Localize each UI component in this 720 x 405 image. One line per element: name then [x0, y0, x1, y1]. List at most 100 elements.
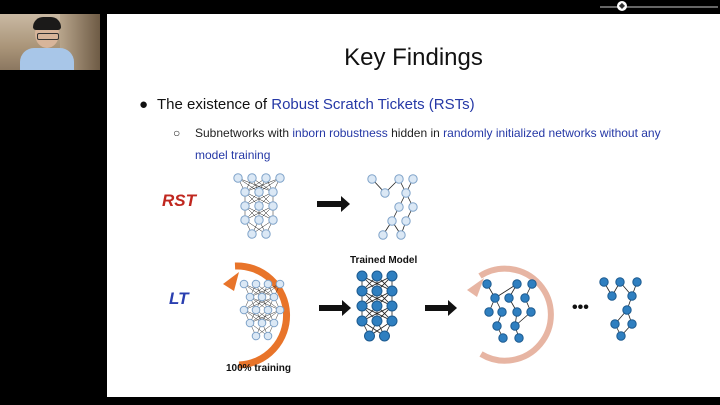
- network-node: [490, 293, 500, 303]
- network-node: [247, 229, 257, 239]
- network-node: [239, 305, 249, 315]
- network-node: [239, 279, 249, 289]
- rst-label: RST: [162, 191, 196, 210]
- network-node: [245, 292, 255, 302]
- network-node: [386, 315, 398, 327]
- network-node: [261, 173, 271, 183]
- sub-bullet-marker: ○: [173, 126, 181, 140]
- network-node: [386, 285, 398, 297]
- trained-model-caption: Trained Model: [350, 255, 418, 266]
- network-diagram: [223, 173, 642, 369]
- bullet2-t2: hidden in: [387, 126, 444, 140]
- network-node: [396, 230, 406, 240]
- network-node: [356, 285, 368, 297]
- network-node: [387, 216, 397, 226]
- network-node: [275, 279, 285, 289]
- network-node: [233, 173, 243, 183]
- playback-track[interactable]: [600, 6, 718, 8]
- network-node: [622, 305, 632, 315]
- network-node: [275, 305, 285, 315]
- network-node: [356, 300, 368, 312]
- network-node: [607, 291, 617, 301]
- bullet2-h2: randomly initialized networks without an…: [195, 126, 661, 162]
- network-node: [627, 319, 637, 329]
- lottery-ticket-network-icon: [599, 277, 642, 341]
- network-node: [394, 202, 404, 212]
- playback-bar[interactable]: ◆: [600, 0, 720, 14]
- network-node: [257, 318, 267, 328]
- network-node: [356, 315, 368, 327]
- network-node: [492, 321, 502, 331]
- bullet2-h1: inborn robustness: [292, 126, 388, 140]
- zoom-control-icon[interactable]: ◆: [617, 1, 627, 11]
- network-node: [514, 333, 524, 343]
- black-arrows: [317, 196, 457, 316]
- presenter-hair: [33, 17, 61, 30]
- network-node: [408, 174, 418, 184]
- network-node: [371, 315, 383, 327]
- network-node: [512, 307, 522, 317]
- presentation-slide: Key Findings ●The existence of Robust Sc…: [107, 14, 720, 397]
- network-node: [378, 230, 388, 240]
- network-node: [610, 319, 620, 329]
- network-node: [247, 173, 257, 183]
- prune-arrowhead: [467, 278, 484, 297]
- bullet-rst-existence: ●The existence of Robust Scratch Tickets…: [139, 96, 475, 113]
- network-edge: [249, 283, 281, 298]
- network-node: [394, 174, 404, 184]
- pruning-cycle-arrow-icon: [467, 265, 554, 364]
- network-node: [371, 285, 383, 297]
- network-node: [356, 270, 368, 282]
- network-node: [379, 330, 390, 342]
- network-node: [269, 318, 279, 328]
- prune-arc: [478, 265, 554, 364]
- network-node: [498, 333, 508, 343]
- network-node: [616, 331, 626, 341]
- network-node: [251, 305, 261, 315]
- cycle-arrowhead: [223, 272, 239, 291]
- network-node: [275, 173, 285, 183]
- network-node: [268, 201, 278, 211]
- network-node: [401, 216, 411, 226]
- right-arrow-icon: [317, 196, 350, 212]
- network-edge: [244, 191, 274, 207]
- network-node: [632, 277, 642, 287]
- presenter-shirt: [20, 48, 74, 70]
- network-node: [251, 279, 261, 289]
- network-node: [520, 293, 530, 303]
- network-node: [367, 174, 377, 184]
- network-edge: [244, 205, 274, 221]
- network-node: [408, 202, 418, 212]
- bullet1-prefix: The existence of: [157, 96, 272, 113]
- network-node: [371, 270, 383, 282]
- network-node: [240, 201, 250, 211]
- network-node: [254, 187, 264, 197]
- network-edge: [361, 305, 393, 322]
- network-node: [497, 307, 507, 317]
- network-node: [251, 331, 261, 341]
- network-node: [254, 215, 264, 225]
- network-node: [268, 215, 278, 225]
- bullet2-t1: Subnetworks with: [195, 126, 293, 140]
- network-node: [386, 300, 398, 312]
- sub-bullet-subnetworks: ○ Subnetworks with inborn robustness hid…: [173, 122, 693, 166]
- network-node: [380, 188, 390, 198]
- network-node: [527, 279, 537, 289]
- lt-label: LT: [169, 289, 189, 308]
- network-node: [263, 331, 273, 341]
- network-node: [263, 279, 273, 289]
- presenter-glasses: [37, 33, 59, 40]
- network-node: [261, 229, 271, 239]
- slide-title: Key Findings: [344, 44, 483, 71]
- right-arrow-icon: [425, 300, 457, 316]
- network-node: [240, 215, 250, 225]
- presenter-webcam: [0, 14, 100, 70]
- network-node: [599, 277, 609, 287]
- rst-dense-network-icon: [233, 173, 285, 239]
- network-node: [510, 321, 520, 331]
- network-edge: [249, 309, 281, 324]
- network-node: [254, 201, 264, 211]
- trained-model-network-icon: [356, 270, 398, 342]
- network-node: [269, 292, 279, 302]
- network-node: [364, 330, 375, 342]
